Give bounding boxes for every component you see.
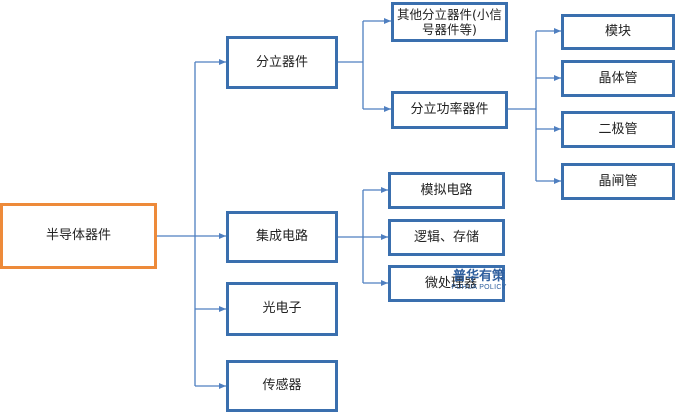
puhua-policy-watermark: 普华有策 PUHUA POLICY <box>451 268 507 292</box>
watermark-cn: 普华有策 <box>452 268 505 283</box>
node-microprocessor: 微处理器 <box>388 265 505 302</box>
node-discrete-devices: 分立器件 <box>226 36 338 89</box>
node-thyristor: 晶闸管 <box>561 163 675 200</box>
node-optoelectronics: 光电子 <box>226 282 338 336</box>
node-diode: 二极管 <box>561 111 675 148</box>
node-other-discrete-devices: 其他分立器件(小信号器件等) <box>391 2 508 42</box>
node-power-discrete-devices: 分立功率器件 <box>391 91 508 129</box>
watermark-en: PUHUA POLICY <box>451 284 507 291</box>
node-integrated-circuits: 集成电路 <box>226 211 338 263</box>
node-transistor: 晶体管 <box>561 60 675 97</box>
node-semiconductor-devices: 半导体器件 <box>0 203 157 269</box>
node-module: 模块 <box>561 14 675 50</box>
node-analog-circuits: 模拟电路 <box>388 172 505 209</box>
node-sensors: 传感器 <box>226 360 338 412</box>
node-logic-storage: 逻辑、存储 <box>388 219 505 256</box>
